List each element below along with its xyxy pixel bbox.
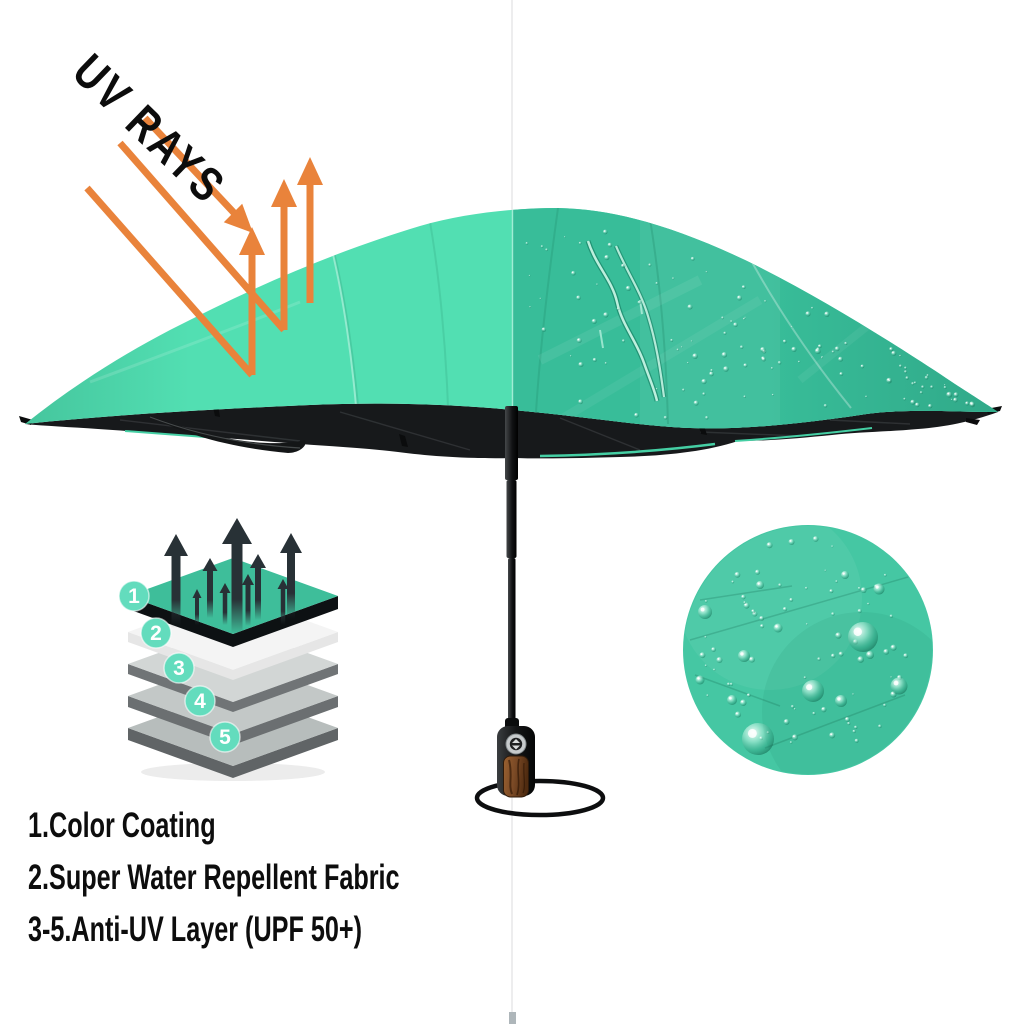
- edge-trim: [124, 427, 873, 458]
- badge-5: [209, 721, 241, 753]
- badge-3: [163, 652, 195, 684]
- mid-sheen: [640, 208, 780, 429]
- badge-1: [118, 580, 150, 612]
- layer-number-badges: 1 2 3 4 5: [118, 580, 241, 753]
- feature-legend: 1.Color Coating 2.Super Water Repellent …: [28, 800, 400, 956]
- incoming-ray-arrowhead-icon: [223, 203, 253, 233]
- underside-creases: [119, 411, 911, 451]
- badge-1-label: 1: [128, 585, 140, 608]
- legend-item-color-coating: 1.Color Coating: [28, 806, 216, 845]
- uv-ray-arrows: [84, 115, 323, 378]
- droplet-cluster: [695, 536, 909, 755]
- button-up-arrow-icon: [512, 739, 520, 743]
- wood-grip-panel: [503, 755, 529, 798]
- wood-grain: [508, 758, 525, 796]
- badge-2: [140, 617, 172, 649]
- reflected-uv-rays: [248, 185, 314, 375]
- umbrella-strap: [146, 414, 306, 453]
- water-droplets-closeup: [683, 525, 933, 775]
- umbrella-handle: [497, 718, 535, 798]
- badge-5-label: 5: [219, 726, 231, 749]
- uv-block-arrows: [164, 518, 302, 634]
- water-rivulets: [585, 240, 667, 402]
- reflected-ray-arrowheads-icon: [239, 157, 323, 255]
- wrist-strap-loop: [474, 778, 606, 818]
- incoming-uv-rays: [84, 115, 287, 378]
- badge-3-label: 3: [173, 657, 185, 680]
- button-down-arrow-icon: [512, 745, 520, 750]
- fabric-layers-diagram: 1 2 3 4 5: [118, 518, 338, 781]
- canopy-seams: [89, 208, 903, 425]
- wet-half-droplets: [525, 229, 976, 420]
- legend-item-anti-uv: 3-5.Anti-UV Layer (UPF 50+): [28, 910, 362, 949]
- badge-4-label: 4: [194, 690, 206, 713]
- umbrella-shaft: [505, 406, 518, 730]
- legend-item-water-repellent: 2.Super Water Repellent Fabric: [28, 858, 400, 897]
- button-inner: [509, 737, 523, 751]
- badge-4: [184, 685, 216, 717]
- divider-endcap: [509, 1012, 516, 1024]
- badge-2-label: 2: [150, 622, 162, 645]
